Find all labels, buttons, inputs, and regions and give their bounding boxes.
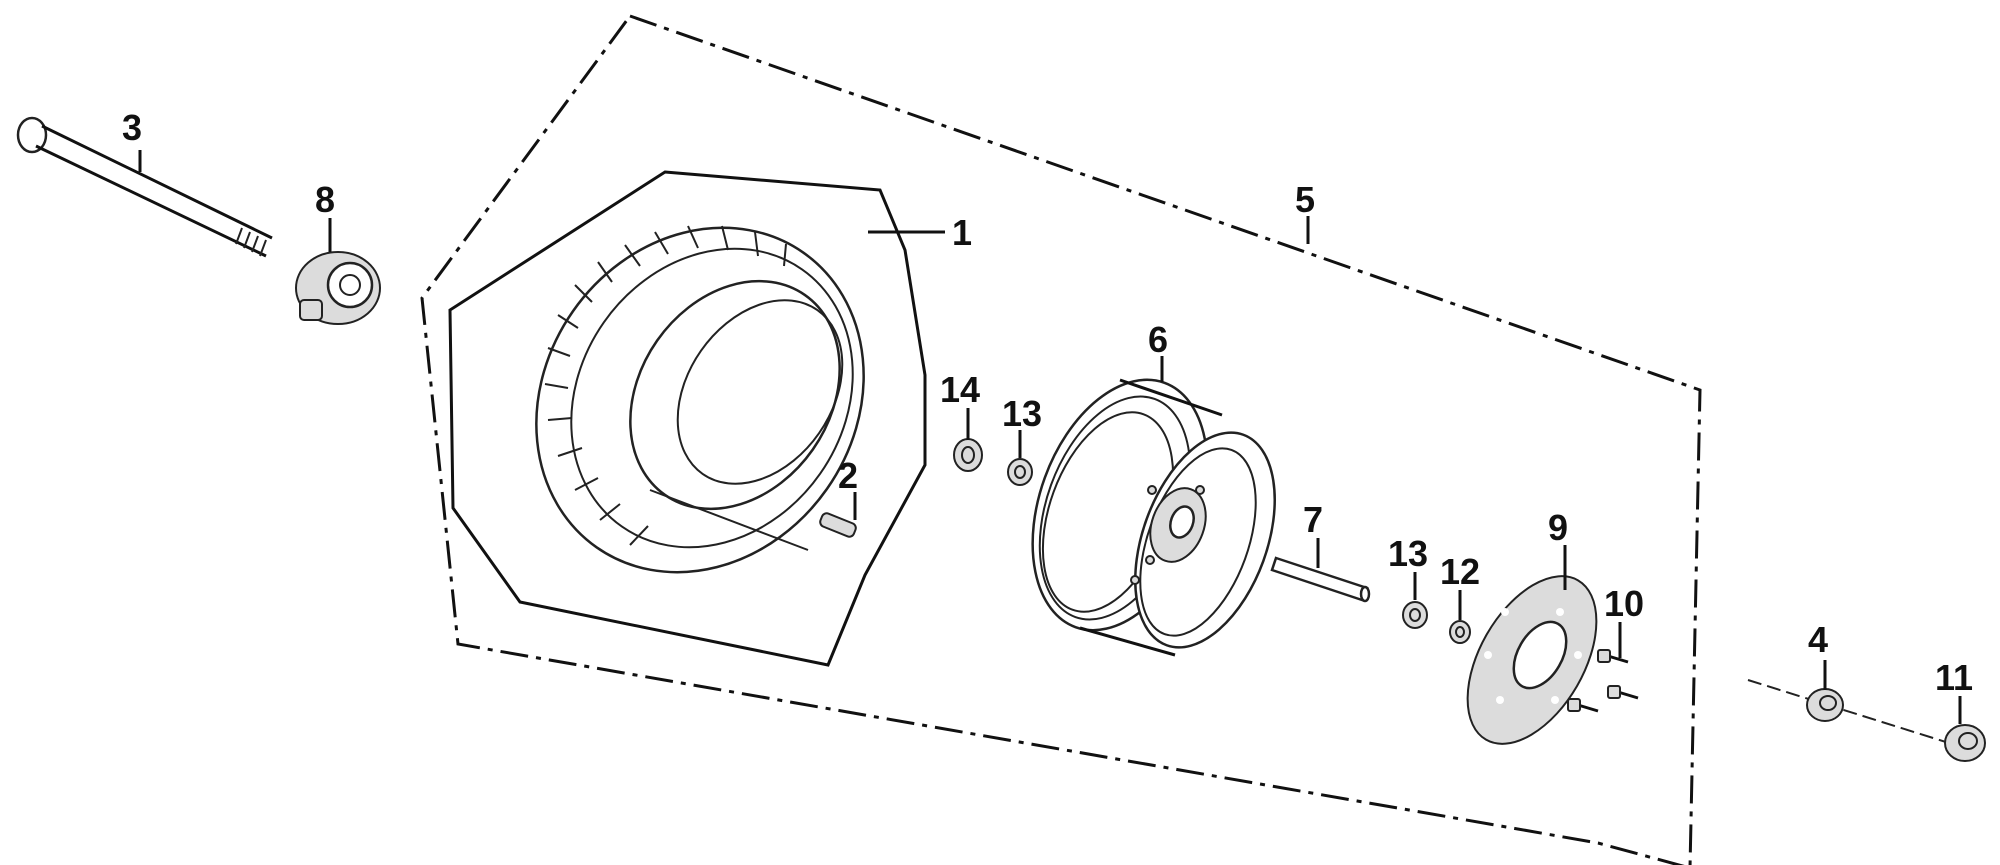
brake-disc (1466, 575, 1598, 745)
callout-9: 9 (1548, 507, 1568, 548)
callout-4: 4 (1808, 619, 1828, 660)
callout-3: 3 (122, 107, 142, 148)
tire (535, 225, 865, 574)
tire-tread (544, 225, 787, 546)
axle-collar (1806, 688, 1844, 722)
valve (649, 489, 857, 551)
oil-seal (1449, 620, 1471, 644)
disc-bolts (1567, 649, 1639, 713)
callout-2: 2 (838, 455, 858, 496)
tire-group-outline (448, 170, 927, 667)
axle-nut (1944, 724, 1986, 762)
bearing-right (1402, 601, 1428, 629)
callout-5: 5 (1295, 179, 1315, 220)
dust-seal (953, 438, 983, 472)
callout-13-right: 13 (1388, 533, 1428, 574)
leader-lines (138, 150, 1962, 724)
wheel-rim (1031, 378, 1276, 657)
callout-11: 11 (1935, 657, 1973, 698)
axle (16, 116, 273, 258)
wheel-assembly-outline (420, 14, 1702, 865)
callout-12: 12 (1440, 551, 1480, 592)
callout-1: 1 (952, 212, 972, 253)
speedometer-gear (295, 251, 381, 325)
callout-8: 8 (315, 179, 335, 220)
bearing-left (1007, 458, 1033, 486)
callout-14: 14 (940, 369, 980, 410)
callout-6: 6 (1148, 319, 1168, 360)
callout-7: 7 (1303, 499, 1323, 540)
axle-centerline (1747, 679, 1966, 749)
callout-13-left: 13 (1002, 393, 1042, 434)
collar (1270, 556, 1371, 603)
callout-10: 10 (1604, 583, 1644, 624)
